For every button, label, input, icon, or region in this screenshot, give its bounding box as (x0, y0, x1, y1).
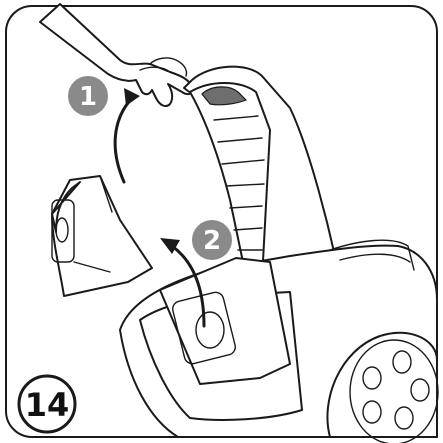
arrow-head-icon (124, 88, 140, 106)
step-number: 14 (25, 386, 70, 424)
callout-1: 1 (68, 76, 108, 116)
callout-1-label: 1 (79, 82, 97, 112)
arrow-up-icon (115, 96, 134, 182)
hand-illustration (40, 4, 192, 106)
dust-bag-removed (52, 176, 152, 296)
callout-2: 2 (192, 220, 232, 260)
step-number-badge: 14 (19, 376, 75, 432)
callout-2-label: 2 (203, 226, 221, 256)
